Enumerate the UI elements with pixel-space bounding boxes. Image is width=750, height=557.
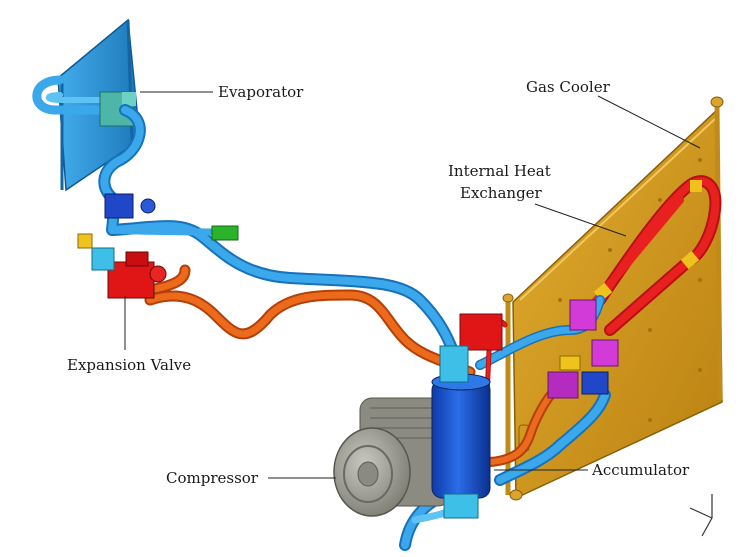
label-expansion-valve: Expansion Valve	[67, 356, 192, 374]
label-exchanger: Exchanger	[460, 184, 542, 202]
green-service-port	[211, 225, 239, 241]
valve-connector	[91, 247, 115, 271]
label-accumulator: Accumulator	[592, 461, 690, 479]
accumulator	[431, 345, 491, 519]
expansion-valve	[107, 251, 167, 299]
label-evaporator: Evaporator	[218, 83, 304, 101]
label-internal-heat: Internal Heat	[448, 162, 551, 180]
yellow-fitting	[77, 233, 93, 249]
discharge-line	[144, 264, 560, 467]
gas-cooler	[502, 96, 724, 501]
compressor	[333, 397, 451, 517]
leader-lines	[124, 91, 701, 479]
axis-triad	[689, 494, 713, 537]
label-compressor: Compressor	[166, 469, 258, 487]
ihx-connectors	[547, 299, 619, 399]
label-gas-cooler: Gas Cooler	[526, 78, 610, 96]
evaporator	[32, 18, 141, 192]
evaporator-outlet-fitting	[104, 193, 134, 219]
high-pressure-bracket	[459, 313, 503, 351]
